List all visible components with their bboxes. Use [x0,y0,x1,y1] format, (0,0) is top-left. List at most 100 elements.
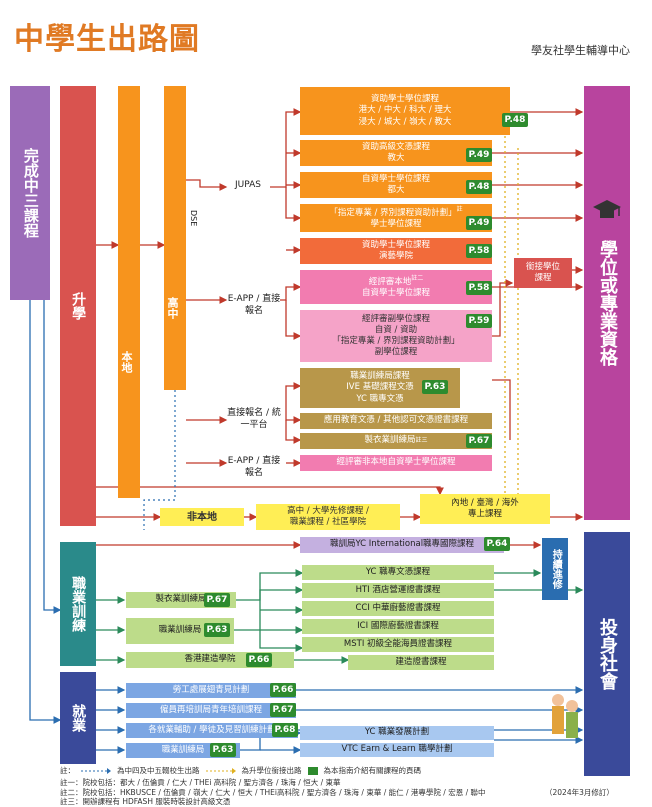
page-tag: P.67 [204,593,230,607]
clothing-council-box: 製衣業訓練局註三 [300,433,492,449]
yc-career-label: YC 職業發展計劃 [364,727,430,738]
overseas-box: 內地 / 臺灣 / 海外 專上課程 [420,494,550,524]
foreign-course-sub: 職業課程 / 社區學院 [289,517,367,527]
complete-form3-column: 完成中三課程 [10,86,50,300]
note-marker: 註三 [415,437,428,445]
hti-box: HTI 酒店營運證書課程 [302,583,494,598]
legend: 註： 為中四及中五輟校生出路 為升學位銜接出路 為本指南介紹有關課程的頁碼 [60,766,580,776]
jupas-label: JUPAS [235,180,261,190]
self-financed-degree-title: 自資學士學位課程 [361,173,430,184]
continue-study-box: 持續進修 [542,538,568,600]
clothing-council-title: 製衣業訓練局 [364,435,416,446]
note-2: 註二：院校包括：HKBUSCE / 伍倫貢 / 嶺大 / 仁大 / 恒大 / T… [60,788,486,797]
apa-degree-title: 資助學士學位課程 [361,239,430,250]
local-self-financed-degree-box: 經評審本地註二 自資學士學位課程 [300,270,492,304]
page-tag: P.64 [484,537,510,551]
ssspd-degree-box: 「指定專業 / 界別課程資助計劃」註 學士學位課程 [300,204,492,232]
top-up-degree-box: 銜接學位 課程 [514,258,572,288]
erb-box: 僱員再培訓局青年培訓課程 [126,703,296,718]
construction-cert-box: 建造證書課程 [348,655,494,670]
hti-label: HTI 酒店營運證書課程 [355,584,441,595]
page-tag: P.66 [270,683,296,697]
eapp-route-label: E-APP / 直接報名 [227,294,281,316]
page-tag: P.68 [272,723,298,737]
dse-label: DSE [189,210,198,227]
senior-secondary-label: 高中 [165,297,179,319]
page-tag: P.63 [204,623,230,637]
students-illustration-icon [548,688,582,768]
vtc-training-label: 職業訓練局 [158,625,202,636]
cic-label: 香港建造學院 [184,654,236,665]
page-tag: P.67 [270,703,296,717]
employment-column: 就業 [60,672,96,764]
top-up-degree-title: 銜接學位 [525,261,560,272]
apa-degree-inst: 演藝學院 [378,251,413,261]
erb-label: 僱員再培訓局青年培訓課程 [159,704,262,715]
non-local-box: 非本地 [160,508,244,526]
cci-label: CCI 中華廚藝證書課程 [355,602,441,613]
sub-degree-type: 自資 / 資助 [374,324,418,335]
subsidised-hd-inst: 教大 [387,153,405,163]
ici-box: ICI 國際廚藝證書課程 [302,619,494,634]
construction-cert-label: 建造證書課程 [395,656,447,667]
self-financed-degree-inst: 都大 [387,185,405,195]
page-tag: P.48 [502,113,528,127]
non-local-label: 非本地 [187,511,217,523]
non-local-degree-box: 經評審非本地自資學士學位課程 [300,455,492,471]
non-local-degree-title: 經評審非本地自資學士學位課程 [336,457,456,468]
page-tag: P.63 [422,380,448,394]
ugc-degree-title: 資助學士學位課程 [370,94,439,105]
revision-date: （2024年3月修訂） [545,788,614,797]
vocational-label: 職業訓練 [70,576,87,632]
foreign-course-box: 高中 / 大學先修課程 / 職業課程 / 社區學院 [256,504,400,530]
ugc-degree-box: 資助學士學位課程 港大 / 中大 / 科大 / 理大 浸大 / 城大 / 嶺大 … [300,87,510,135]
yc-international-title: 職訓局YC International職專國際課程 [329,539,475,550]
complete-form3-label: 完成中三課程 [21,148,40,238]
apa-degree-box: 資助學士學位課程 演藝學院 [300,238,492,264]
further-study-label: 升學 [70,292,87,320]
apprentice-box: 各就業輔助 / 學徒及見習訓練計劃 [126,723,298,738]
senior-secondary-column: 高中 [164,86,186,390]
vocational-column: 職業訓練 [60,542,96,666]
yc-diploma-label: YC 職專文憑課程 [365,566,431,577]
yc-diploma-box: YC 職專文憑課程 [302,565,494,580]
earn-learn-box: VTC Earn & Learn 職學計劃 [300,743,494,757]
ssspd-degree-title: 「指定專業 / 界別課程資助計劃」 [329,207,457,218]
local-label: 本地 [119,351,133,373]
legend-yellow: 為升學位銜接出路 [241,766,302,775]
direct-unified-route-label: 直接報名 / 統一平台 [227,408,281,430]
vtc-course-ive: IVE 基礎課程文憑 [346,382,414,393]
ugc-degree-unis-2: 浸大 / 城大 / 嶺大 / 教大 [358,116,452,127]
vtc-training-box: 職業訓練局 [126,618,234,644]
yc-career-box: YC 職業發展計劃 [300,726,494,740]
overseas-title: 內地 / 臺灣 / 海外 [451,497,519,508]
earn-learn-label: VTC Earn & Learn 職學計劃 [341,744,453,755]
page-tag: P.67 [466,434,492,448]
top-up-degree-sub: 課程 [534,273,552,283]
sub-degree-sub: 副學位課程 [374,347,418,358]
applied-education-box: 應用教育文憑 / 其他認可文憑證書課程 [300,413,492,429]
eapp-route2-label: E-APP / 直接報名 [227,456,281,478]
page-tag: P.48 [466,180,492,194]
note-1: 註一：院校包括：都大 / 伍倫貢 / 仁大 / THEi 高科院 / 聖方濟各 … [60,778,341,787]
apprentice-label: 各就業輔助 / 學徒及見習訓練計劃 [148,724,276,735]
degree-label: 學位或專業資格 [597,240,619,366]
organization-name: 學友社學生輔導中心 [531,44,630,57]
ywets-box: 勞工處展翅青見計劃 [126,683,296,698]
clothing-training-label: 製衣業訓練局 [155,594,207,605]
continue-study-label: 持續進修 [550,549,562,589]
subsidised-hd-box: 資助高級文憑課程 教大 [300,140,492,166]
sub-degree-scheme: 「指定專業 / 界別課程資助計劃」 [332,336,460,346]
sub-degree-box: 經評審副學位課程 自資 / 資助 「指定專業 / 界別課程資助計劃」 副學位課程 [300,310,492,362]
note-3: 註三：開辦課程有 HDFASH 服裝時裝設計高級文憑 [60,797,231,806]
cci-box: CCI 中華廚藝證書課程 [302,601,494,616]
page-tag: P.58 [466,281,492,295]
vtc-course-yc: YC 職專文憑 [356,393,404,404]
local-column: 本地 [118,86,140,498]
ugc-degree-unis-1: 港大 / 中大 / 科大 / 理大 [358,105,452,116]
career-column: 投身社會 [584,532,630,776]
yc-international-box: 職訓局YC International職專國際課程 [300,537,504,553]
further-study-column: 升學 [60,86,96,526]
vtc-course-title: 職業訓練局課程 [350,371,410,382]
